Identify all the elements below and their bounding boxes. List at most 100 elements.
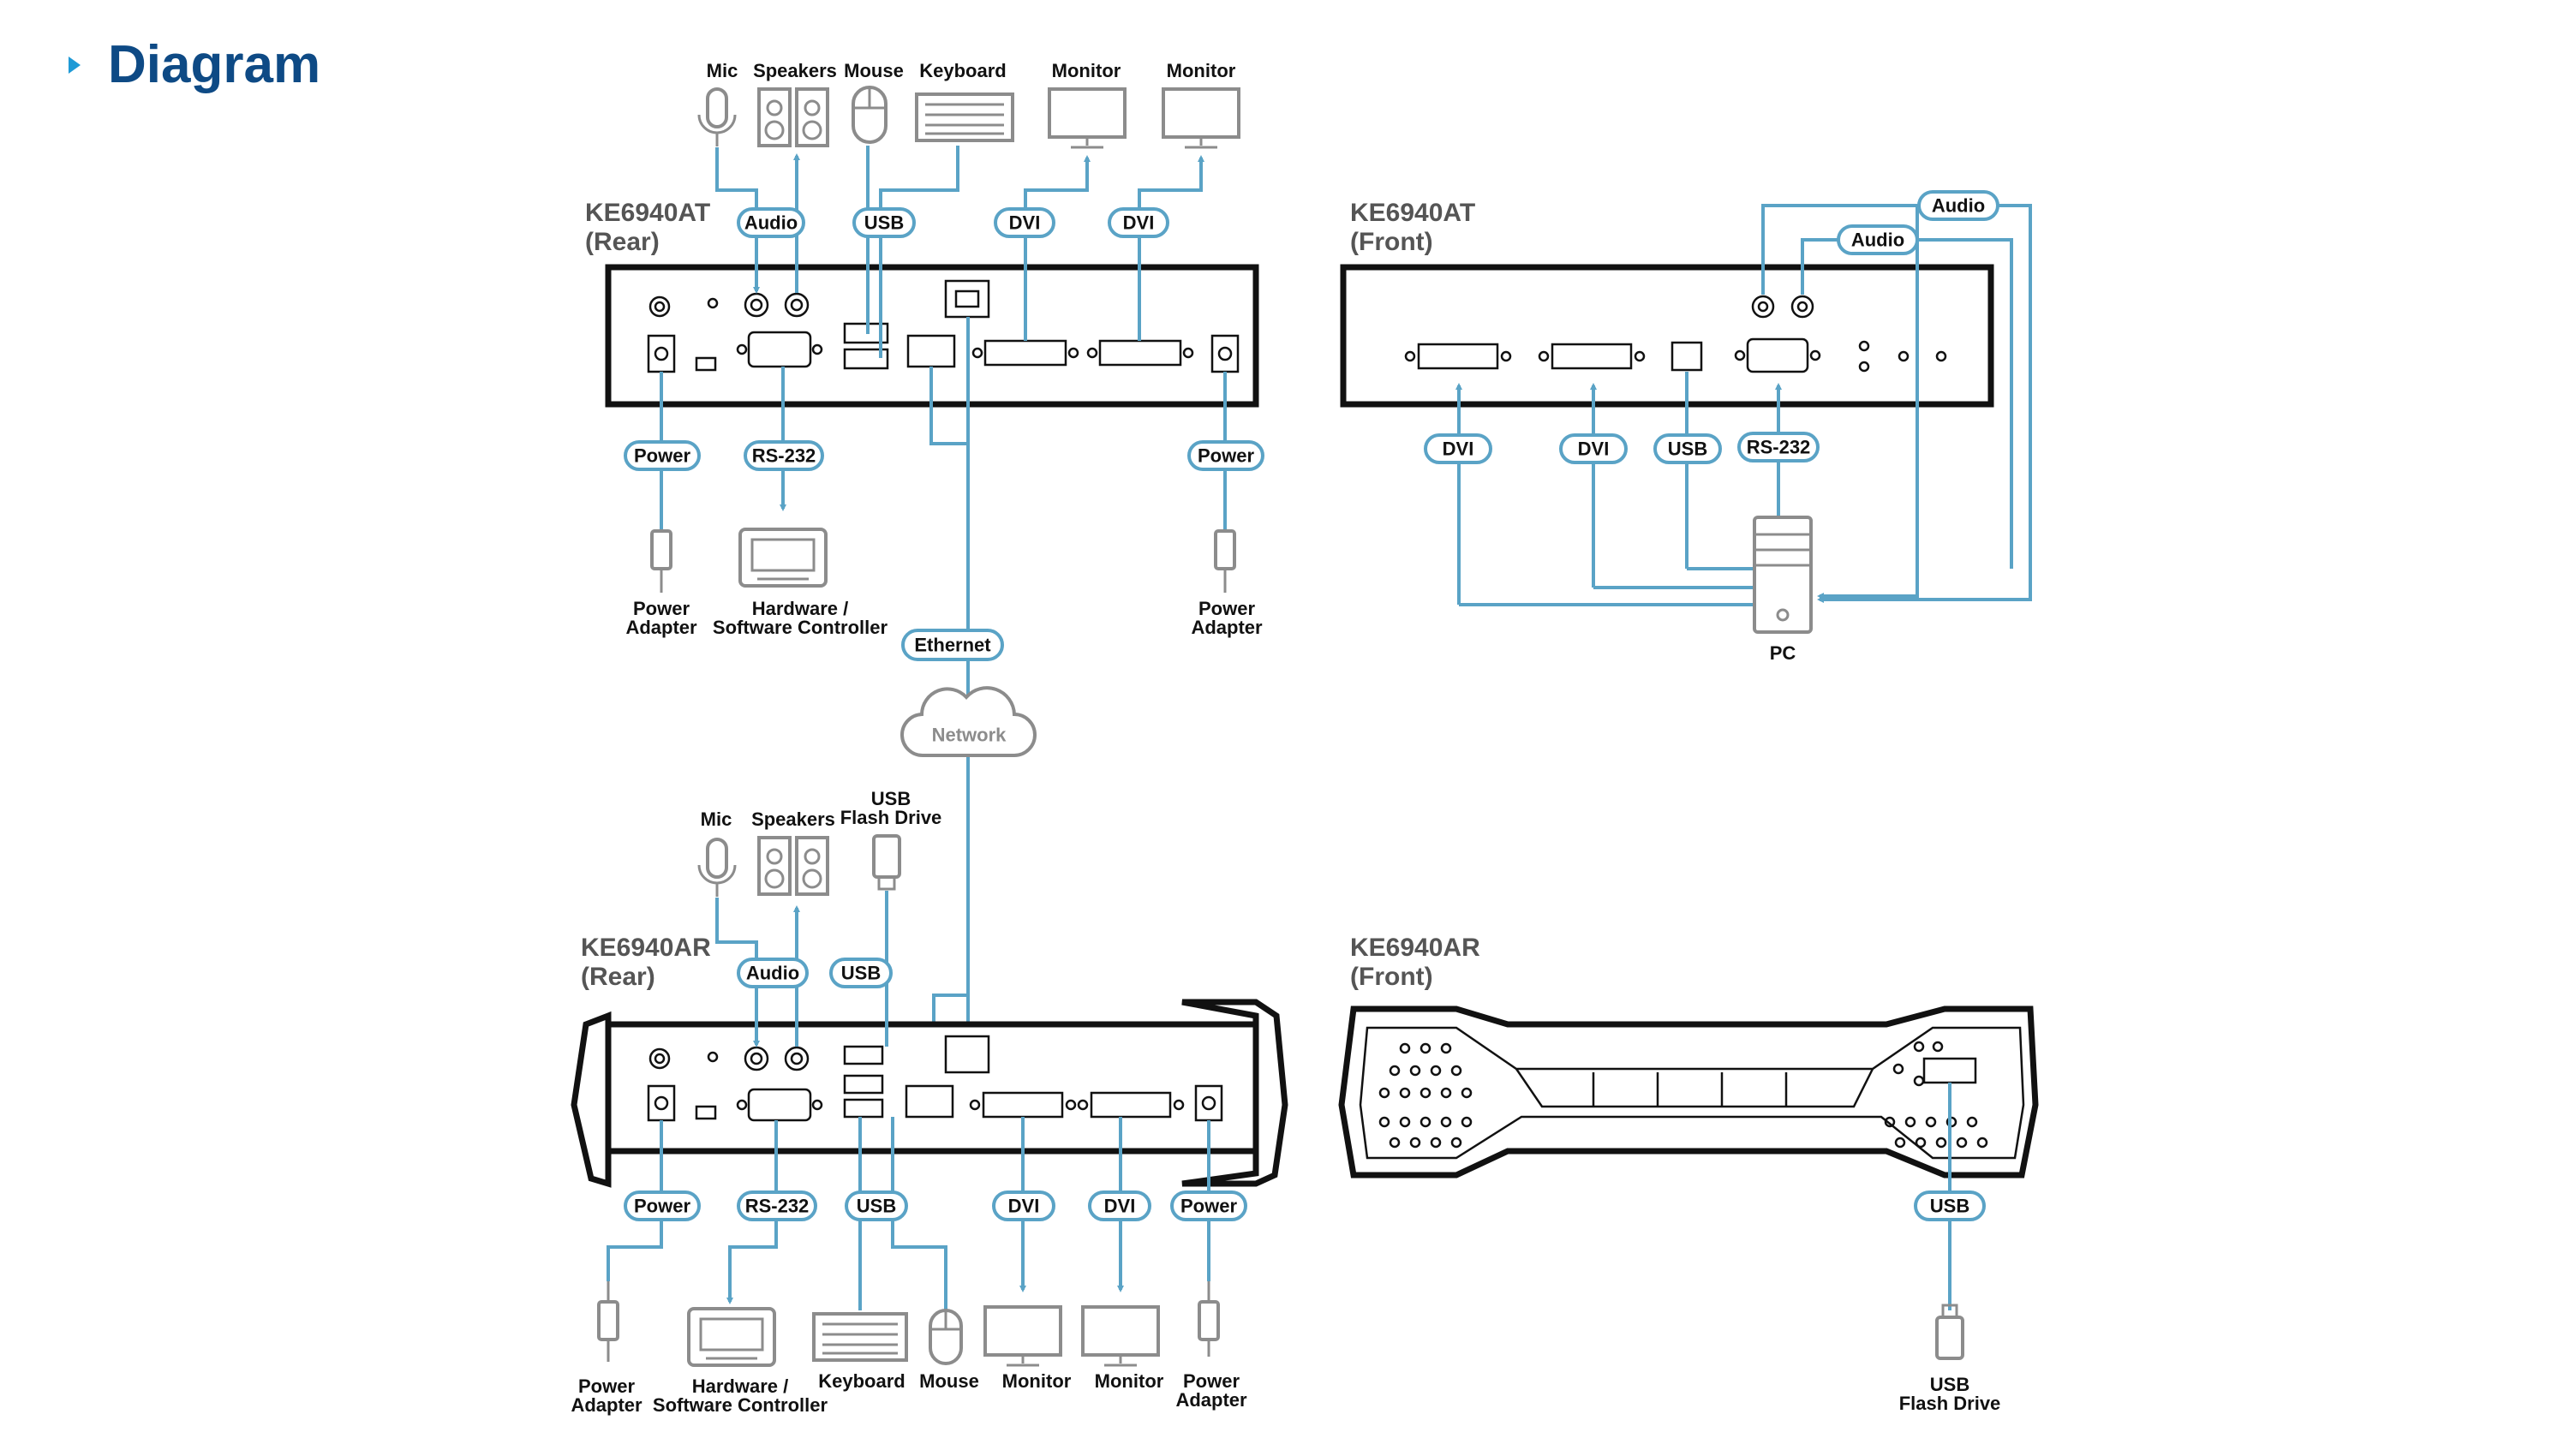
ke6940ar-rear-subtitle: (Rear) [581,963,655,991]
dvi-port-icon [1551,343,1633,370]
power-adapter-label: Adapter [1191,617,1263,638]
cable-label-usb: USB [841,963,881,984]
cable-dvi [1108,207,1169,238]
speakers-label: Speakers [751,809,835,830]
power-adapter-label: Adapter [625,617,697,638]
mic-icon [697,87,737,146]
ke6940at-rear-subtitle: (Rear) [585,228,660,256]
ke6940ar-rear: KE6940AR (Rear) [571,788,1288,1416]
keyboard-icon [812,1312,908,1362]
cable-usb [829,958,893,988]
cable-audio [737,207,805,238]
rj45-port-icon [944,1035,990,1074]
pc-tower-icon [1753,516,1813,634]
cable-label-dvi: DVI [1443,439,1474,460]
cable-dvi [1424,433,1492,464]
usb-port-icon [843,1098,884,1119]
controller-icon [738,528,828,588]
monitor-icon [1048,87,1127,149]
cable-label-power: Power [634,445,690,467]
cable-rs232 [1737,432,1820,462]
audio-jack-icon [1751,295,1775,319]
cable-audio [1837,224,1919,255]
rs232-port-icon [1746,337,1809,373]
power-adapter-icon [597,1281,619,1362]
power-adapter-icon [1214,529,1236,593]
cable-power [1187,440,1264,471]
ground-screw-icon [648,295,671,318]
heading-bullet-icon [69,56,81,74]
cable-label-audio: Audio [1851,230,1904,251]
section-heading: Diagram [69,34,320,95]
ke6940at-front-subtitle: (Front) [1350,228,1433,256]
reset-hole-icon [707,1051,719,1063]
cable-label-audio: Audio [1932,195,1985,217]
dvi-port-icon [1090,1091,1172,1119]
monitor-label: Monitor [1002,1370,1072,1392]
ke6940ar-front: KE6940AR (Front) USB USB Flash Drive [1338,934,2039,1414]
mic-label: Mic [707,60,738,81]
cable-dvi [1559,433,1628,464]
power-adapter-label: Power [1183,1370,1240,1392]
mouse-icon [852,86,888,144]
controller-label: Hardware / [692,1375,789,1397]
cable-label-dvi: DVI [1104,1196,1136,1217]
power-adapter-icon [1198,1281,1220,1357]
cable-label-dvi: DVI [1123,212,1155,234]
rs232-port-icon [747,1088,812,1122]
dvi-port-icon [1417,343,1499,370]
ke6940ar-rear-title: KE6940AR [581,934,711,962]
mic-icon [697,838,737,897]
usb-port-icon [843,348,889,370]
speakers-icon [757,87,829,147]
controller-label: Software Controller [713,617,888,638]
cable-usb [1914,1190,1986,1221]
mouse-label: Mouse [844,60,904,81]
cable-label-rs232: RS-232 [752,445,816,467]
cable-label-audio: Audio [744,212,798,234]
usb-flash-label: Flash Drive [840,807,942,828]
ground-screw-icon [648,1047,671,1070]
ke6940at-front: KE6940AT (Front) DVI DVI USB RS-232 Audi… [1340,190,2032,664]
network-label: Network [932,725,1007,746]
cable-dvi [994,207,1055,238]
cable-audio [1917,190,1999,221]
pc-label: PC [1770,642,1796,664]
reset-hole-icon [707,297,719,309]
cable-label-dvi: DVI [1009,212,1041,234]
ke6940ar-front-subtitle: (Front) [1350,963,1433,991]
controller-icon [687,1307,776,1367]
cable-label-audio: Audio [746,963,799,984]
usb-port-icon [843,1045,884,1065]
monitor-icon [983,1305,1062,1367]
usb-flash-label: USB [871,788,911,809]
power-adapter-label: Adapter [571,1394,642,1416]
mouse-icon [929,1309,963,1365]
monitor-label: Monitor [1095,1370,1164,1392]
keyboard-label: Keyboard [919,60,1006,81]
cable-dvi [1088,1190,1151,1221]
network-cloud-icon [900,686,1037,758]
cable-usb [1653,433,1722,464]
power-adapter-label: Power [578,1375,635,1397]
cable-label-usb: USB [1930,1196,1969,1217]
usb-flash-label: Flash Drive [1899,1393,2001,1414]
ke6940ar-front-title: KE6940AR [1350,934,1480,962]
usb-flash-drive-icon [872,834,901,891]
cable-label-dvi: DVI [1578,439,1610,460]
cable-rs232 [744,440,824,471]
speaker-jack-icon [784,1046,810,1071]
page-title: Diagram [108,35,321,94]
monitor-icon [1081,1305,1160,1367]
ke6940at-rear-title: KE6940AT [585,199,710,227]
cable-label-usb: USB [857,1196,896,1217]
mic-jack-icon [744,292,769,318]
speaker-jack-icon [784,292,810,318]
cable-dvi [992,1190,1055,1221]
monitor-label: Monitor [1052,60,1121,81]
cable-ethernet [901,629,1004,661]
mic-jack-icon [744,1046,769,1071]
monitor-icon [1162,87,1240,149]
cable-power [1170,1190,1247,1221]
mouse-label: Mouse [919,1370,979,1392]
